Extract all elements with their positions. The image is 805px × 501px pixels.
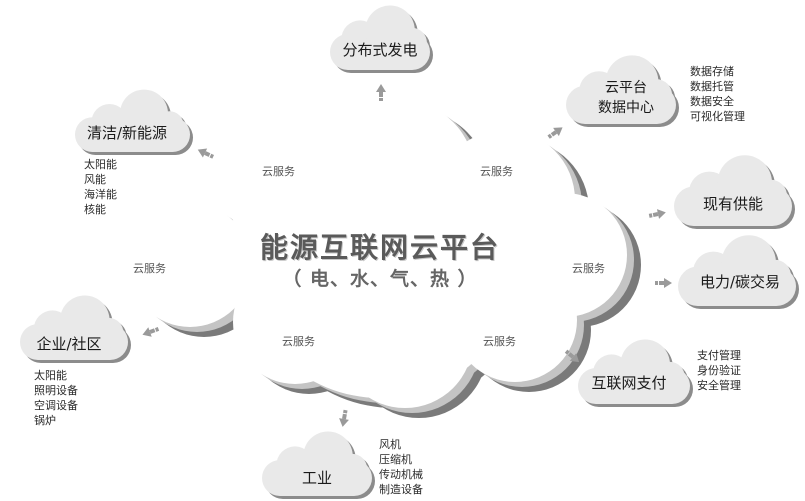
arrow-to-existing-supply-head [656, 209, 666, 219]
cloud-service-label: 云服务 [262, 165, 295, 178]
list-item: 空调设备 [34, 399, 78, 412]
arrow-to-enterprise-shaft [149, 328, 156, 334]
list-item: 数据托管 [690, 80, 734, 93]
arrow-to-clean-energy-head [197, 148, 208, 158]
list-item: 太阳能 [34, 369, 67, 382]
cloud-power-trading-puff [758, 259, 792, 293]
cloud-service-label: 云服务 [572, 262, 605, 275]
cloud-datacenter-line1: 云平台 [605, 80, 647, 96]
arrow-to-industry [339, 409, 349, 427]
list-item: 安全管理 [697, 379, 741, 392]
cloud-datacenter-list: 数据存储 数据托管 数据安全 可视化管理 [690, 64, 745, 124]
arrow-to-power-trading-shaft [659, 281, 664, 285]
list-item: 核能 [84, 203, 106, 216]
cloud-enterprise-puff [93, 317, 124, 348]
center-subtitle: （ 电、水、气、热 ） [282, 268, 478, 290]
list-item: 数据存储 [690, 65, 734, 78]
arrow-to-existing-supply-dash [648, 213, 653, 218]
internet-payment-list: 支付管理 身份验证 安全管理 [697, 348, 741, 393]
arrow-to-industry-shaft [342, 413, 347, 420]
cloud-layer [20, 5, 799, 499]
arrow-to-datacenter-dash [547, 133, 553, 139]
arrow-to-payment-head [569, 353, 580, 363]
list-item: 传动机械 [379, 468, 423, 481]
list-item: 支付管理 [697, 349, 741, 362]
arrow-to-existing-supply [648, 209, 666, 219]
cloud-service-label: 云服务 [480, 165, 513, 178]
arrow-to-datacenter-head [553, 127, 563, 137]
clean-energy-label: 清洁/新能源 [86, 124, 168, 142]
cloud-existing-supply [674, 155, 795, 229]
power-carbon-trading-label: 电力/碳交易 [699, 273, 781, 291]
cloud-payment [578, 339, 693, 407]
arrow-to-distributed [376, 84, 386, 101]
cloud-clean-energy-puff [154, 111, 184, 140]
center-cloud-puff [240, 118, 520, 398]
cloud-service-label: 云服务 [483, 335, 516, 348]
list-item: 海洋能 [84, 188, 117, 201]
arrow-to-payment-shaft [567, 352, 575, 359]
list-item: 制造设备 [379, 483, 423, 496]
arrow-to-clean-energy-shaft [204, 151, 211, 157]
arrow-to-distributed-dash [379, 98, 383, 101]
cloud-enterprise [20, 295, 131, 363]
arrow-to-clean-energy-dash [209, 153, 215, 159]
cloud-datacenter-label: 云平台 数据中心 [571, 78, 681, 118]
list-item: 数据安全 [690, 95, 734, 108]
industry-label: 工业 [301, 469, 332, 487]
cloud-industry [262, 431, 375, 499]
arrow-to-distributed-head [376, 84, 386, 92]
arrow-to-industry-head [339, 418, 349, 427]
internet-payment-label: 互联网支付 [591, 374, 667, 392]
cloud-distributed-puff [397, 27, 427, 58]
arrow-to-clean-energy [197, 148, 215, 159]
cloud-power-trading [678, 235, 799, 309]
list-item: 风机 [379, 438, 401, 451]
center-title: 能源互联网云平台 [259, 231, 500, 264]
cloud-clean-energy [75, 89, 193, 155]
list-item: 照明设备 [34, 384, 78, 397]
arrow-to-power-trading-head [664, 278, 672, 288]
arrow-to-enterprise-head [142, 327, 152, 337]
arrow-to-enterprise [142, 327, 160, 337]
list-item: 锅炉 [34, 414, 56, 427]
cloud-clean-energy-puff [91, 104, 128, 140]
cloud-payment-puff [654, 361, 685, 392]
cloud-service-label: 云服务 [282, 335, 315, 348]
arrow-to-datacenter [547, 127, 563, 139]
cloud-datacenter-puff [640, 79, 673, 111]
arrow-to-distributed-shaft [379, 92, 383, 97]
center-cloud [128, 100, 641, 418]
distributed-generation-label: 分布式发电 [342, 41, 418, 59]
cloud-datacenter [566, 55, 679, 127]
clean-energy-list: 太阳能 风能 海洋能 核能 [84, 157, 117, 217]
cloud-service-label: 云服务 [133, 262, 166, 275]
arrow-to-power-trading [655, 278, 672, 288]
cloud-industry-puff [337, 453, 368, 484]
arrow-to-power-trading-dash [655, 281, 658, 285]
list-item: 身份验证 [697, 364, 741, 377]
arrow-to-enterprise-dash [154, 327, 160, 332]
industry-list: 风机 压缩机 传动机械 制造设备 [379, 437, 423, 497]
list-item: 太阳能 [84, 158, 117, 171]
arrow-to-payment [564, 349, 580, 363]
list-item: 风能 [84, 173, 106, 186]
cloud-distributed [330, 5, 433, 73]
arrow-to-industry-dash [343, 409, 348, 414]
enterprise-community-list: 太阳能 照明设备 空调设备 锅炉 [34, 368, 78, 428]
arrow-to-existing-supply-shaft [652, 212, 659, 217]
existing-supply-label: 现有供能 [702, 195, 763, 213]
arrow-layer [142, 84, 672, 427]
center-cloud-puff [128, 203, 252, 327]
enterprise-community-label: 企业/社区 [36, 335, 102, 353]
arrow-to-datacenter-shaft [550, 130, 558, 137]
cloud-datacenter-line2: 数据中心 [598, 100, 654, 116]
list-item: 可视化管理 [690, 110, 745, 123]
arrow-to-payment-dash [564, 349, 570, 355]
list-item: 压缩机 [379, 453, 412, 466]
cloud-existing-supply-puff [754, 179, 788, 213]
